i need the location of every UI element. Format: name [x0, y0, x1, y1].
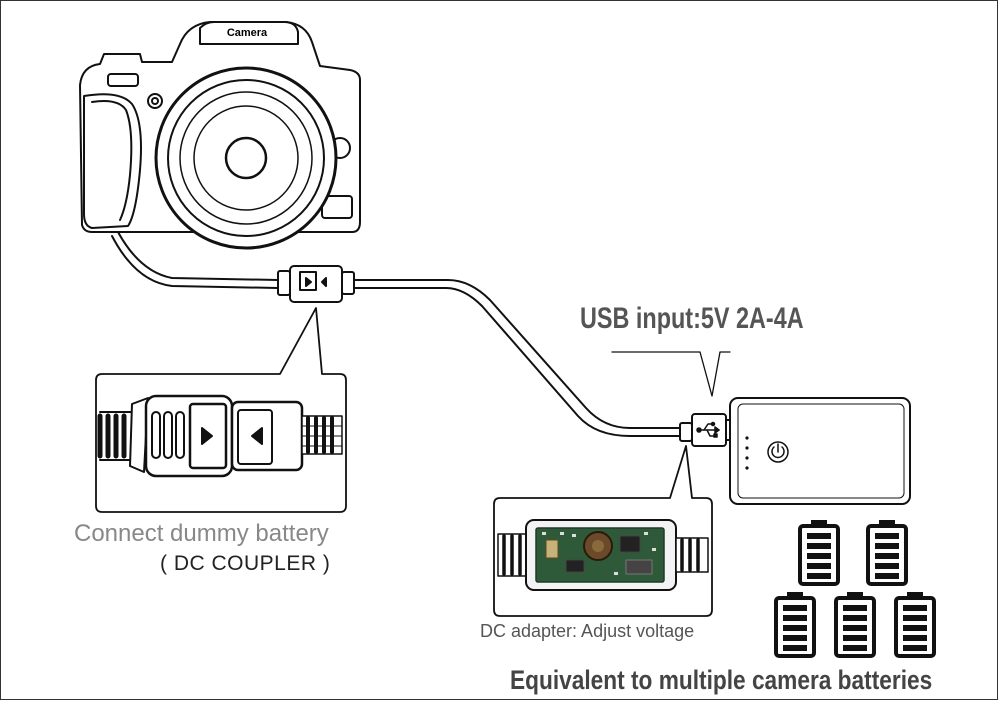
inline-coupler-icon: [277, 265, 355, 303]
usb-icon: [696, 421, 720, 438]
dc-coupler-callout: [95, 307, 347, 513]
power-bank-icon: [729, 397, 911, 505]
usb-input-label: USB input:5V 2A-4A: [580, 302, 804, 335]
dc-adapter-callout: [493, 445, 713, 617]
batteries-caption: Equivalent to multiple camera batteries: [510, 665, 933, 695]
dc-coupler-title: Connect dummy battery: [74, 520, 329, 547]
camera-cable: [111, 231, 279, 289]
dc-adapter-board-icon: [497, 519, 709, 591]
dc-coupler-icon: [97, 394, 343, 478]
dc-adapter-label: DC adapter: Adjust voltage: [480, 621, 695, 641]
power-button-icon: [767, 441, 789, 463]
dc-coupler-subtitle: ( DC COUPLER ): [160, 552, 331, 575]
battery-icon: [774, 592, 816, 658]
battery-icon: [834, 592, 876, 658]
power-indicator-dots: [745, 436, 749, 470]
camera-label: Camera: [226, 27, 268, 39]
usb-cable: [353, 279, 681, 437]
usb-callout-pointer: [611, 351, 731, 397]
battery-icon: [894, 592, 936, 658]
batteries-group: [774, 520, 936, 658]
camera-icon: [79, 21, 361, 250]
usb-plug-icon: [679, 413, 735, 447]
battery-icon: [866, 520, 908, 586]
battery-icon: [798, 520, 840, 586]
